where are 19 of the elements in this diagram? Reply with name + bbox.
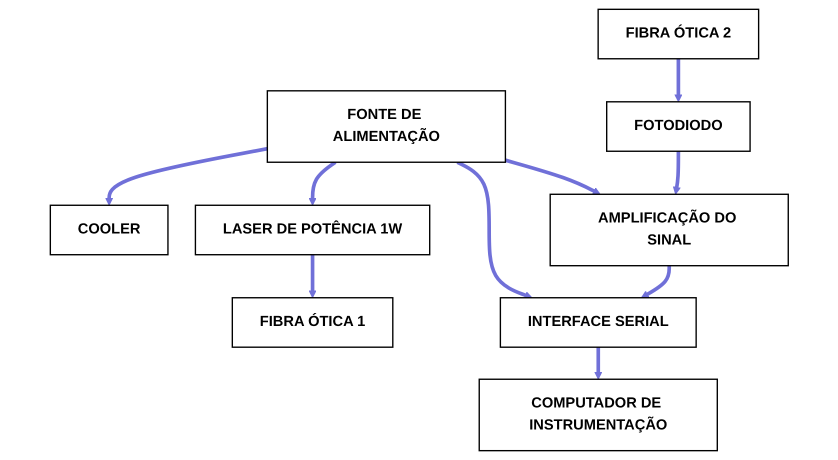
node-box — [606, 101, 750, 152]
arrow — [674, 58, 682, 102]
node-box — [549, 194, 789, 266]
arrow — [308, 254, 316, 298]
arrow — [672, 151, 680, 195]
arrow — [504, 158, 600, 195]
node-box — [194, 204, 430, 256]
arrow — [456, 160, 532, 299]
node-box — [478, 378, 718, 452]
node-box — [49, 204, 168, 256]
node-box — [266, 90, 506, 163]
arrow — [104, 146, 268, 206]
flowchart-diagram: FONTE DE ALIMENTAÇÃO COOLER LASER DE POTÊNCIA 1W FIBRA ÓTICA 1 FIBRA ÓTICA 2 FOTODIODO AMPLIFICAÇÃO DO SINAL INTERFACE SERIAL COMPUTADOR DE INSTRUMENTAÇÃO — [42, 2, 796, 458]
node-box — [231, 297, 394, 348]
node-box — [499, 297, 697, 348]
node-box — [597, 8, 760, 60]
arrow — [308, 160, 336, 206]
arrow — [594, 347, 602, 380]
arrow — [640, 266, 671, 298]
